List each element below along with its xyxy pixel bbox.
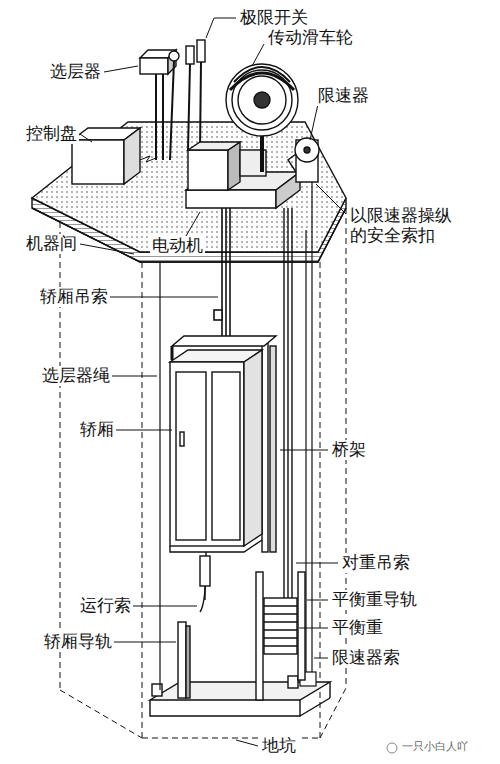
part-label: 传动滑车轮	[266, 28, 355, 48]
part-label: 对重吊索	[340, 553, 412, 573]
part-label: 以限速器操纵 的安全索扣	[348, 206, 459, 245]
elevator-car	[170, 350, 262, 552]
part-label: 电动机	[150, 236, 205, 256]
part-label: 平衡重	[330, 618, 385, 638]
watermark-icon	[387, 743, 397, 753]
part-label: 轿厢吊索	[38, 287, 110, 307]
part-label: 平衡重导轨	[330, 590, 419, 610]
floor-selector	[140, 50, 179, 160]
selector-rope	[159, 262, 160, 690]
part-label: 机器间	[24, 234, 79, 254]
part-label: 轿厢	[78, 420, 116, 440]
watermark: 一只小白人吖	[400, 741, 470, 754]
part-label: 轿厢导轨	[42, 632, 114, 652]
speed-governor	[288, 138, 319, 182]
part-label: 限速器	[316, 86, 371, 106]
control-panel	[72, 128, 156, 184]
drive-sheave	[226, 64, 298, 172]
part-label: 地坑	[260, 736, 298, 756]
part-label: 控制盘	[24, 124, 79, 144]
counterweight-rails	[256, 572, 305, 700]
traction-machine	[186, 142, 300, 208]
part-label: 运行索	[78, 596, 133, 616]
hoist-ropes	[214, 208, 230, 340]
counterweight	[264, 598, 297, 654]
part-label: 选层器	[48, 62, 103, 82]
leader-lines	[80, 18, 346, 746]
part-label: 极限开关	[238, 8, 310, 28]
part-label: 桥架	[330, 440, 368, 460]
limit-switch	[186, 40, 205, 150]
part-label: 选层器绳	[40, 366, 112, 386]
car-guide-rail	[178, 622, 190, 698]
counterweight-ropes	[284, 208, 292, 598]
travelling-cable	[200, 552, 210, 612]
part-label: 限速器索	[330, 648, 402, 668]
